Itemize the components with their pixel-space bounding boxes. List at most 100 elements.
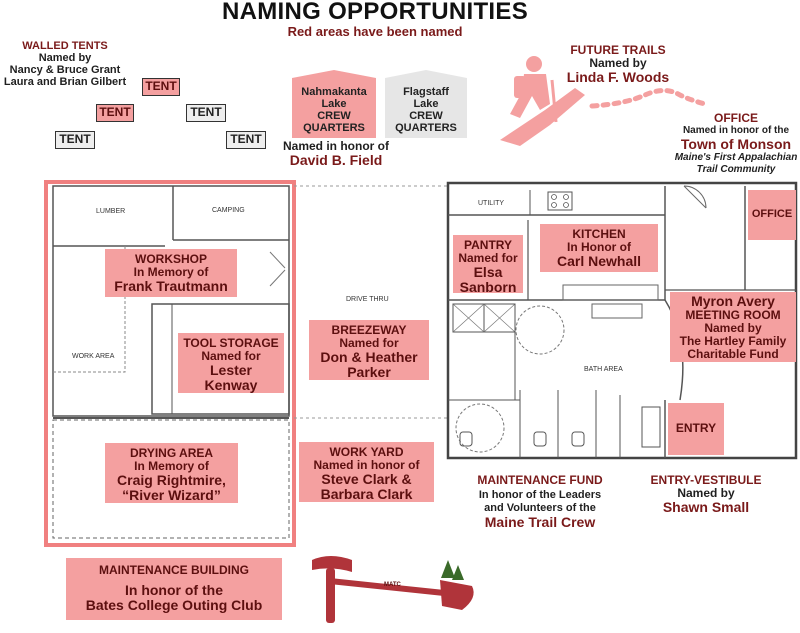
office-note-name: Town of Monson: [680, 136, 792, 152]
entry-vestibule-note: ENTRY-VESTIBULE Named by Shawn Small: [642, 474, 770, 515]
pantry-name1: Elsa: [473, 264, 503, 280]
drying-area-line1: In Memory of: [134, 459, 209, 473]
meeting-room-name: Myron Avery: [691, 293, 775, 309]
tent-4: TENT: [55, 131, 95, 149]
crew-quarters-1-line2: Lake: [321, 98, 347, 110]
maintenance-fund-line1: In honor of the Leaders: [478, 489, 602, 501]
label-bath-area: BATH AREA: [584, 366, 623, 373]
pantry-box: PANTRY Named for Elsa Sanborn: [453, 235, 523, 295]
crew-quarters-1-line3: CREW: [317, 110, 351, 122]
entry-vestibule-named-by: Named by: [677, 486, 735, 500]
tent-5: TENT: [226, 131, 266, 149]
maintenance-fund-line2: and Volunteers of the: [484, 502, 596, 514]
crew-quarters-2-line2: Lake: [413, 98, 439, 110]
walled-tents-heading: WALLED TENTS: [22, 40, 108, 52]
meeting-room-line3: Charitable Fund: [687, 347, 779, 361]
kitchen-title: KITCHEN: [572, 227, 626, 241]
main-building-walls: [446, 181, 798, 460]
tent-1: TENT: [142, 78, 180, 96]
work-yard-title: WORK YARD: [329, 445, 404, 459]
maintenance-building-outline: [44, 180, 296, 547]
trail-dots: [589, 88, 708, 109]
kitchen-box: KITCHEN In Honor of Carl Newhall: [540, 224, 658, 272]
logo-text: MATC: [384, 582, 401, 588]
office-note-italic2: Trail Community: [696, 164, 776, 175]
kitchen-name: Carl Newhall: [556, 253, 642, 269]
crew-honor-name: David B. Field: [289, 152, 383, 168]
breezeway-name1: Don & Heather: [320, 349, 418, 365]
drying-area-title: DRYING AREA: [129, 446, 214, 460]
work-yard-name1: Steve Clark &: [321, 471, 412, 487]
label-lumber: LUMBER: [96, 208, 126, 215]
meeting-room-box: Myron Avery MEETING ROOM Named by The Ha…: [670, 292, 796, 362]
tool-storage-box: TOOL STORAGE Named for Lester Kenway: [178, 333, 284, 393]
workshop-walls: [52, 185, 290, 417]
tool-storage-name1: Lester: [209, 362, 253, 378]
maintenance-fund-heading: MAINTENANCE FUND: [477, 473, 603, 487]
tool-storage-title: TOOL STORAGE: [183, 336, 279, 350]
breezeway-box: BREEZEWAY Named for Don & Heather Parker: [309, 320, 429, 380]
maintenance-building-line1: In honor of the: [125, 582, 223, 598]
drying-area-name1: Craig Rightmire,: [117, 472, 226, 488]
workshop-title: WORKSHOP: [135, 252, 207, 266]
crew-quarters-1-line4: QUARTERS: [303, 122, 365, 134]
tent-3: TENT: [186, 104, 226, 122]
walled-tents-donors-1: Nancy & Bruce Grant: [9, 64, 121, 76]
future-trails-name: Linda F. Woods: [566, 69, 670, 85]
walled-tents-note: WALLED TENTS Named by Nancy & Bruce Gran…: [0, 40, 130, 88]
drying-area-walls: [52, 419, 290, 539]
future-trails-note: FUTURE TRAILS Named by Linda F. Woods: [556, 44, 680, 85]
page-title: NAMING OPPORTUNITIES: [221, 0, 528, 25]
maintenance-building-title: MAINTENANCE BUILDING: [99, 563, 249, 577]
walled-tents-named-by: Named by: [38, 52, 92, 64]
drying-area-box: DRYING AREA In Memory of Craig Rightmire…: [105, 443, 238, 503]
meeting-room-title: MEETING ROOM: [685, 308, 781, 322]
crew-quarters-nahmakanta-shape: [292, 70, 376, 138]
work-yard-box: WORK YARD Named in honor of Steve Clark …: [299, 442, 434, 502]
workshop-box: WORKSHOP In Memory of Frank Trautmann: [105, 249, 237, 297]
tool-storage-line1: Named for: [201, 349, 261, 363]
label-work-area: WORK AREA: [72, 353, 115, 360]
crew-quarters-2-line4: QUARTERS: [395, 122, 457, 134]
office-note-heading: OFFICE: [714, 111, 758, 125]
crew-quarters-2-line3: CREW: [409, 110, 443, 122]
pantry-line1: Named for: [458, 251, 518, 265]
kitchen-line1: In Honor of: [567, 240, 631, 254]
crew-honor-note: Named in honor of David B. Field: [276, 140, 396, 168]
office-box: OFFICE: [748, 190, 796, 240]
walled-tents-donors-2: Laura and Brian Gilbert: [3, 76, 127, 88]
breezeway-name2: Parker: [347, 364, 391, 380]
meeting-room-line1: Named by: [704, 321, 762, 335]
entry-box: ENTRY: [668, 403, 724, 455]
future-trails-named-by: Named by: [589, 56, 647, 70]
entry-vestibule-name: Shawn Small: [662, 499, 750, 515]
pantry-title: PANTRY: [464, 238, 512, 252]
crew-honor-line1: Named in honor of: [283, 139, 389, 153]
office-note-italic1: Maine's First Appalachian: [674, 152, 798, 163]
page-subtitle: Red areas have been named: [287, 24, 463, 39]
drying-area-name2: “River Wizard”: [122, 487, 221, 503]
maintenance-building-box: MAINTENANCE BUILDING In honor of the Bat…: [66, 558, 282, 620]
workshop-name: Frank Trautmann: [114, 278, 228, 294]
matc-tools-logo: [312, 556, 474, 623]
work-yard-name2: Barbara Clark: [320, 486, 413, 502]
maintenance-fund-note: MAINTENANCE FUND In honor of the Leaders…: [466, 474, 614, 530]
maintenance-building-line2: Bates College Outing Club: [85, 597, 263, 613]
maintenance-fund-name: Maine Trail Crew: [484, 514, 596, 530]
breezeway-line1: Named for: [339, 336, 399, 350]
tent-2: TENT: [96, 104, 134, 122]
office-note: OFFICE Named in honor of the Town of Mon…: [672, 112, 800, 176]
entry-vestibule-heading: ENTRY-VESTIBULE: [650, 473, 762, 487]
workshop-line1: In Memory of: [133, 265, 209, 279]
label-drive-thru: DRIVE THRU: [346, 296, 389, 303]
pantry-name2: Sanborn: [459, 279, 517, 295]
meeting-room-line2: The Hartley Family: [679, 334, 787, 348]
hiker-icon: [500, 56, 585, 146]
office-note-line1: Named in honor of the: [682, 125, 790, 136]
crew-quarters-2-line1: Flagstaff: [403, 86, 449, 98]
work-yard-line1: Named in honor of: [313, 458, 420, 472]
crew-quarters-flagstaff-shape: [385, 70, 467, 138]
future-trails-heading: FUTURE TRAILS: [570, 43, 666, 57]
label-utility: UTILITY: [478, 200, 505, 207]
tool-storage-name2: Kenway: [204, 377, 258, 393]
